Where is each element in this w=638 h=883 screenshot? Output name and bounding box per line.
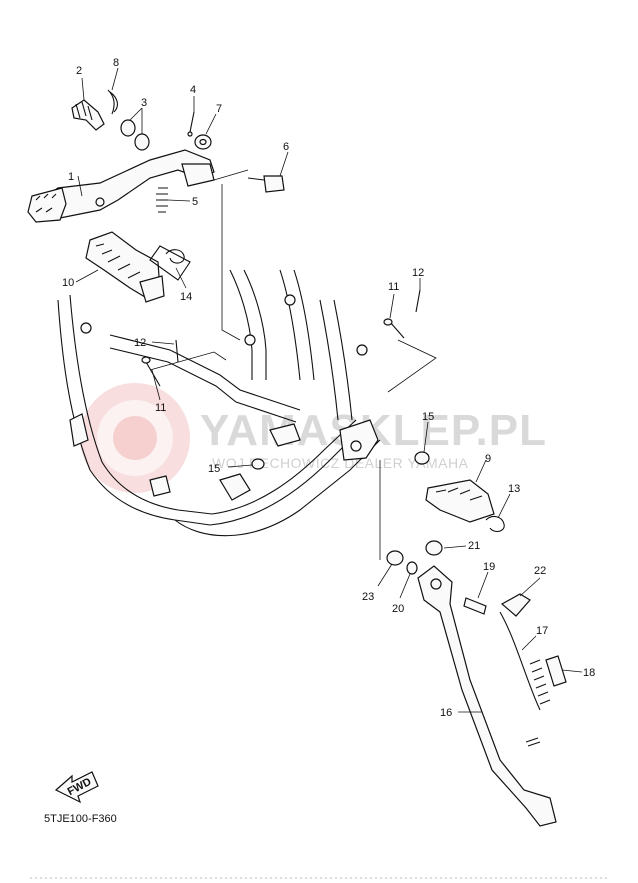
- sleeve-18: [545, 655, 567, 687]
- callout-label: 21: [468, 540, 480, 552]
- pin-12-right: [415, 289, 421, 313]
- callout-label: 15: [208, 463, 220, 475]
- bolt-11-left: [141, 356, 161, 387]
- callout-label: 18: [583, 667, 595, 679]
- o-rings: [120, 119, 150, 151]
- callouts: 1 2 3 4 5 6 7 8 9 10 11 11 12 12 13 14: [62, 57, 595, 719]
- spring-14: [149, 245, 191, 281]
- callout-label: 20: [392, 603, 404, 615]
- bolt-19: [463, 597, 487, 615]
- callout-label: 11: [388, 281, 399, 293]
- sidestand: [417, 565, 557, 827]
- spring-13: [485, 515, 505, 533]
- callout-label: 8: [113, 57, 119, 69]
- fwd-arrow-icon: FWD: [54, 771, 99, 804]
- callout-label: 23: [362, 591, 374, 603]
- washer-15-left: [251, 458, 265, 470]
- callout-label: 13: [508, 483, 520, 495]
- footrest-right: [425, 479, 495, 523]
- bolt-6: [247, 175, 285, 193]
- callout-label: 14: [180, 291, 192, 303]
- connector-lines: [149, 169, 437, 560]
- spring-17: [499, 611, 551, 711]
- drawing-code: 5TJE100-F360: [44, 813, 117, 825]
- collar-21: [425, 540, 443, 556]
- callout-label: 22: [534, 565, 546, 577]
- nut-23: [386, 550, 404, 566]
- callout-label: 2: [76, 65, 82, 77]
- callout-label: 16: [440, 707, 452, 719]
- callout-label: 17: [536, 625, 548, 637]
- bolt-11-right: [383, 318, 405, 339]
- washer-20: [406, 561, 418, 575]
- brake-pedal: [27, 149, 215, 223]
- watermark-subtext: WOJ RECHOWICZ DEALER YAMAHA: [212, 455, 469, 471]
- callout-label: 4: [190, 84, 196, 96]
- callout-label: 12: [412, 267, 424, 279]
- callout-label: 12: [134, 337, 146, 349]
- footrest-left: [85, 231, 165, 303]
- callout-label: 3: [141, 97, 147, 109]
- pin-12-left: [175, 339, 179, 363]
- callout-label: 10: [62, 277, 74, 289]
- pivot-bolt: [71, 99, 105, 131]
- callout-label: 9: [485, 453, 491, 465]
- plate-22: [500, 593, 531, 617]
- callout-label: 15: [422, 411, 434, 423]
- washer-7: [194, 134, 212, 150]
- callout-label: 6: [283, 141, 289, 153]
- frame: [57, 269, 381, 537]
- callout-label: 5: [192, 196, 198, 208]
- cotter-pin: [107, 89, 119, 115]
- callout-label: 1: [68, 171, 74, 183]
- callout-label: 7: [216, 103, 222, 115]
- spring-5: [156, 187, 168, 213]
- watermark-logo: [80, 383, 190, 493]
- pin-4: [187, 111, 195, 137]
- washer-15-right: [414, 451, 430, 465]
- callout-label: 11: [155, 402, 166, 414]
- callout-label: 19: [483, 561, 495, 573]
